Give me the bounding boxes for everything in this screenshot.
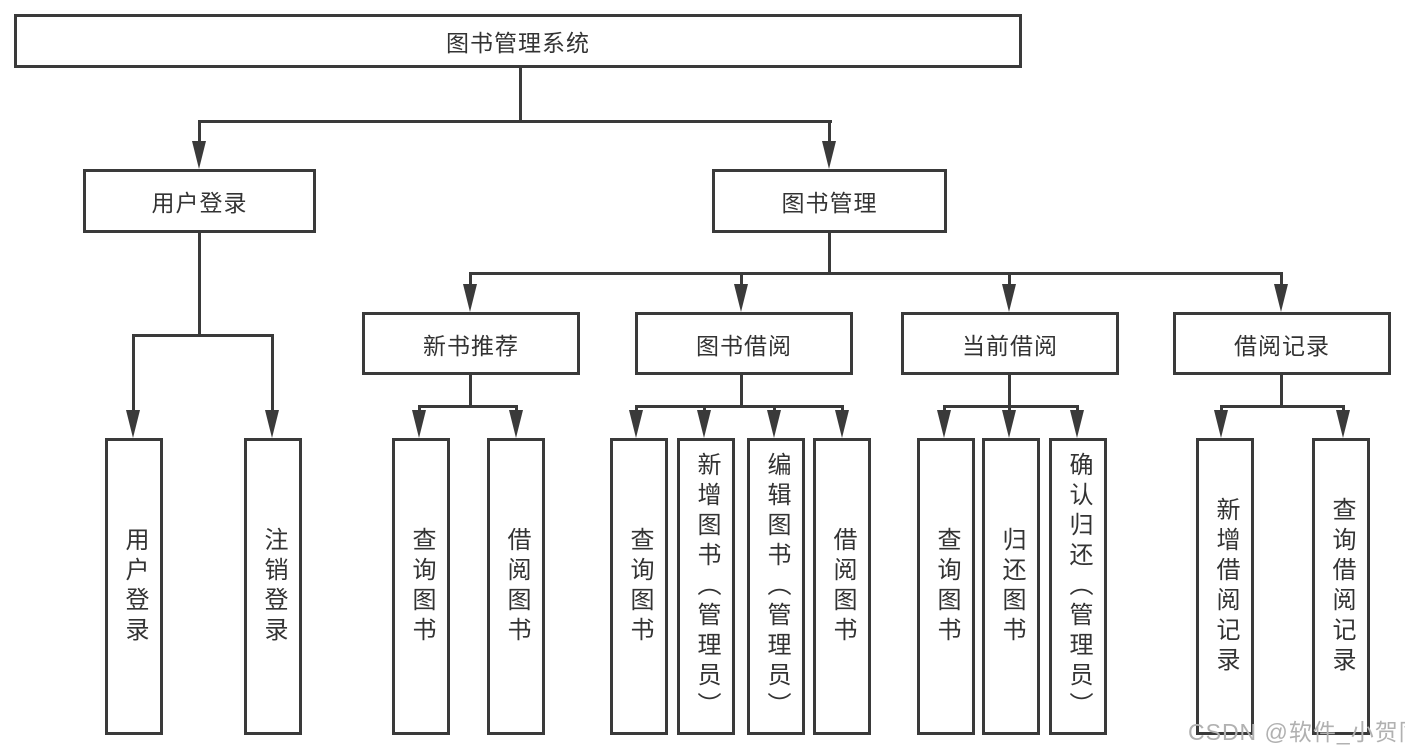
leaf-logout: 注销登录 bbox=[244, 438, 302, 735]
connector-line bbox=[1008, 405, 1011, 413]
node-label: 用户登录 bbox=[151, 190, 248, 216]
leaf-label: 归还图书 bbox=[998, 526, 1025, 647]
connector-line bbox=[1220, 405, 1223, 413]
connector-line bbox=[841, 405, 844, 413]
arrowhead-icon bbox=[265, 410, 279, 438]
arrowhead-icon bbox=[734, 284, 748, 312]
leaf-br-add-record: 新增借阅记录 bbox=[1196, 438, 1254, 735]
connector-line bbox=[469, 375, 472, 407]
node-label: 图书借阅 bbox=[696, 332, 792, 359]
arrowhead-icon bbox=[1274, 284, 1288, 312]
arrowhead-icon bbox=[1002, 410, 1016, 438]
connector-line bbox=[198, 120, 832, 123]
connector-line bbox=[469, 272, 1283, 275]
connector-line bbox=[1220, 405, 1345, 408]
connector-line bbox=[271, 334, 274, 412]
connector-line bbox=[828, 120, 831, 144]
arrowhead-icon bbox=[629, 410, 643, 438]
leaf-br-query-record: 查询借阅记录 bbox=[1312, 438, 1370, 735]
leaf-label: 查询图书 bbox=[626, 526, 653, 647]
leaf-label: 查询图书 bbox=[408, 526, 435, 647]
connector-line bbox=[1280, 375, 1283, 407]
leaf-bb-edit-book-admin: 编辑图书（管理员） bbox=[747, 438, 805, 735]
leaf-label: 新增借阅记录 bbox=[1212, 496, 1239, 677]
arrowhead-icon bbox=[412, 410, 426, 438]
connector-line bbox=[198, 120, 201, 144]
leaf-user-login: 用户登录 bbox=[105, 438, 163, 735]
arrowhead-icon bbox=[1070, 410, 1084, 438]
connector-line bbox=[132, 334, 274, 337]
node-library-management-system: 图书管理系统 bbox=[14, 14, 1022, 68]
connector-line bbox=[943, 405, 1079, 408]
connector-line bbox=[740, 375, 743, 407]
leaf-cb-confirm-return-admin: 确认归还（管理员） bbox=[1049, 438, 1107, 735]
arrowhead-icon bbox=[1214, 410, 1228, 438]
leaf-rec-query-book: 查询图书 bbox=[392, 438, 450, 735]
node-current-borrowing: 当前借阅 bbox=[901, 312, 1119, 375]
arrowhead-icon bbox=[835, 410, 849, 438]
node-label: 新书推荐 bbox=[423, 332, 519, 359]
connector-line bbox=[132, 334, 135, 412]
connector-line bbox=[635, 405, 638, 413]
arrowhead-icon bbox=[697, 410, 711, 438]
leaf-label: 借阅图书 bbox=[503, 526, 530, 647]
leaf-cb-query-book: 查询图书 bbox=[917, 438, 975, 735]
leaf-bb-query-book: 查询图书 bbox=[610, 438, 668, 735]
arrowhead-icon bbox=[822, 141, 836, 169]
connector-line bbox=[198, 233, 201, 336]
node-user-login: 用户登录 bbox=[83, 169, 316, 233]
leaf-label: 确认归还（管理员） bbox=[1065, 451, 1092, 722]
connector-line bbox=[519, 68, 522, 122]
leaf-label: 用户登录 bbox=[121, 526, 148, 647]
connector-line bbox=[1076, 405, 1079, 413]
connector-line bbox=[1342, 405, 1345, 413]
connector-line bbox=[1008, 375, 1011, 407]
connector-line bbox=[1008, 272, 1011, 287]
connector-line bbox=[515, 405, 518, 413]
node-borrowing-records: 借阅记录 bbox=[1173, 312, 1391, 375]
leaf-label: 查询图书 bbox=[933, 526, 960, 647]
node-label: 当前借阅 bbox=[962, 332, 1058, 359]
leaf-label: 借阅图书 bbox=[829, 526, 856, 647]
leaf-bb-borrow-book: 借阅图书 bbox=[813, 438, 871, 735]
leaf-rec-borrow-book: 借阅图书 bbox=[487, 438, 545, 735]
arrowhead-icon bbox=[509, 410, 523, 438]
arrowhead-icon bbox=[463, 284, 477, 312]
leaf-label: 编辑图书（管理员） bbox=[763, 451, 790, 722]
connector-line bbox=[418, 405, 421, 413]
watermark-text: CSDN @软件_小贺同学 bbox=[1188, 719, 1405, 745]
arrowhead-icon bbox=[126, 410, 140, 438]
connector-line bbox=[773, 405, 776, 413]
arrowhead-icon bbox=[1336, 410, 1350, 438]
connector-line bbox=[943, 405, 946, 413]
connector-line bbox=[1280, 272, 1283, 287]
node-label: 图书管理 bbox=[781, 190, 878, 216]
connector-line bbox=[828, 233, 831, 274]
connector-line bbox=[635, 405, 844, 408]
arrowhead-icon bbox=[767, 410, 781, 438]
leaf-label: 查询借阅记录 bbox=[1328, 496, 1355, 677]
connector-line bbox=[469, 272, 472, 287]
node-book-borrowing: 图书借阅 bbox=[635, 312, 853, 375]
leaf-cb-return-book: 归还图书 bbox=[982, 438, 1040, 735]
leaf-bb-add-book-admin: 新增图书（管理员） bbox=[677, 438, 735, 735]
node-new-book-recommend: 新书推荐 bbox=[362, 312, 580, 375]
leaf-label: 新增图书（管理员） bbox=[693, 451, 720, 722]
arrowhead-icon bbox=[937, 410, 951, 438]
node-label: 图书管理系统 bbox=[446, 30, 590, 56]
connector-line bbox=[703, 405, 706, 413]
arrowhead-icon bbox=[192, 141, 206, 169]
connector-line bbox=[418, 405, 518, 408]
arrowhead-icon bbox=[1002, 284, 1016, 312]
node-book-management: 图书管理 bbox=[712, 169, 947, 233]
connector-line bbox=[740, 272, 743, 287]
node-label: 借阅记录 bbox=[1234, 332, 1330, 359]
leaf-label: 注销登录 bbox=[260, 526, 287, 647]
